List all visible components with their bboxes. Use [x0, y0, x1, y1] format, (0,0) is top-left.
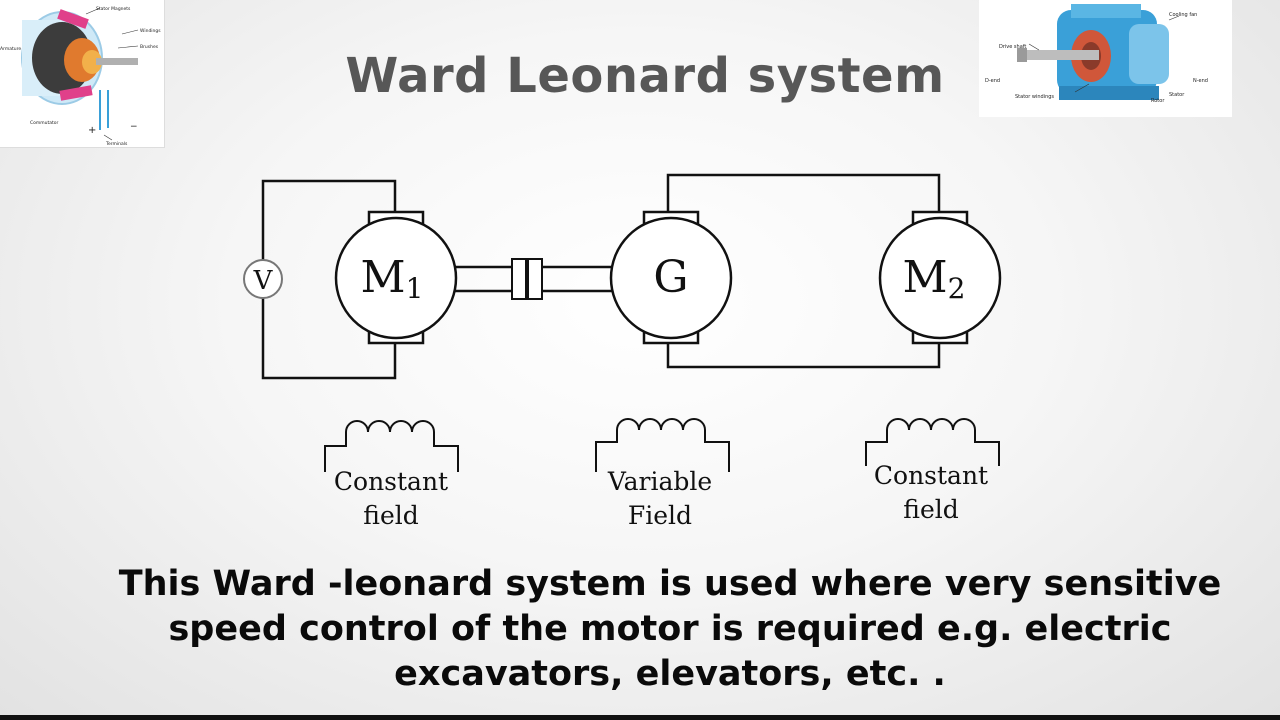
- dc-motor-thumbnail: Stator Magnets Windings Brushes Armature…: [0, 0, 165, 148]
- generator-letter: G: [653, 252, 688, 303]
- m2-subscript: 2: [948, 272, 966, 305]
- cooling-fan-label: Cooling fan: [1169, 12, 1197, 18]
- armature-wire-bottom: [666, 343, 941, 369]
- caption-line-3: excavators, elevators, etc. .: [394, 654, 946, 694]
- armature-wire-top: [666, 173, 941, 212]
- svg-text:M2: M2: [903, 252, 966, 305]
- windings-label: Windings: [140, 28, 161, 34]
- armature-label: Armature: [0, 46, 21, 52]
- stator-windings-label: Stator windings: [1015, 94, 1054, 100]
- terminals-label: Terminals: [105, 141, 128, 147]
- generator-g: G: [609, 210, 733, 345]
- middle-field-line2: Field: [628, 501, 692, 530]
- m2-letter: M: [903, 252, 948, 303]
- caption-line-2: speed control of the motor is required e…: [168, 609, 1172, 649]
- voltmeter-label: V: [253, 266, 274, 296]
- ac-motor-thumbnail: Cooling fan Drive shaft D-end N-end Stat…: [979, 0, 1232, 117]
- brushes-label: Brushes: [140, 44, 159, 50]
- bottom-bar: [0, 715, 1280, 720]
- shaft-coupling: [511, 258, 543, 300]
- dc-motor-illustration: Stator Magnets Windings Brushes Armature…: [0, 6, 161, 147]
- right-field-line2: field: [903, 495, 958, 524]
- field-coil-left: [324, 420, 459, 472]
- plus-terminal-label: +: [88, 125, 96, 136]
- svg-text:M1: M1: [361, 252, 424, 305]
- motor-m1: M1: [334, 210, 458, 345]
- voltmeter: V: [243, 259, 283, 299]
- left-field-line1: Constant: [334, 467, 448, 496]
- supply-wire-bottom: [261, 296, 397, 380]
- n-end-label: N-end: [1193, 78, 1208, 84]
- page-title: Ward Leonard system: [345, 48, 945, 104]
- caption-text: This Ward -leonard system is used where …: [60, 562, 1280, 697]
- supply-wire-top: [261, 179, 397, 262]
- minus-terminal-label: −: [130, 122, 138, 132]
- commutator-label: Commutator: [30, 120, 59, 126]
- stator-magnets-label: Stator Magnets: [96, 6, 131, 12]
- m1-letter: M: [361, 252, 406, 303]
- field-coil-right: [865, 418, 1000, 466]
- ac-motor-illustration: Cooling fan Drive shaft D-end N-end Stat…: [985, 4, 1208, 104]
- middle-field-line1: Variable: [607, 467, 712, 496]
- ward-leonard-diagram: V M1 G M2 Constant field Variable Field …: [243, 173, 1002, 530]
- rotor-label: Rotor: [1151, 98, 1165, 104]
- field-coil-middle: [595, 418, 730, 472]
- motor-m2: M2: [878, 210, 1002, 345]
- caption-line-1: This Ward -leonard system is used where …: [118, 564, 1222, 604]
- drive-shaft-label: Drive shaft: [999, 44, 1026, 50]
- m1-subscript: 1: [406, 272, 424, 305]
- left-field-line2: field: [363, 501, 418, 530]
- d-end-label: D-end: [985, 78, 1000, 84]
- right-field-line1: Constant: [874, 461, 988, 490]
- stator-label: Stator: [1169, 92, 1185, 98]
